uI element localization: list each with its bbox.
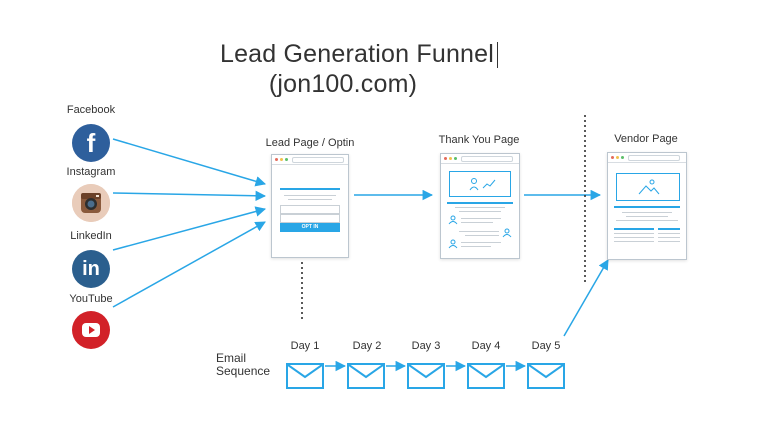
email-envelope-icon: [407, 363, 445, 389]
thank-you-page-mockup: [440, 153, 520, 259]
browser-bar: [608, 153, 686, 163]
arrow-instagram-to-lead: [112, 190, 267, 202]
instagram-icon: [72, 184, 110, 222]
email-sequence-label: Email Sequence: [216, 351, 271, 378]
email-envelope-icon: [467, 363, 505, 389]
user-icon: [502, 228, 512, 238]
arrow-facebook-to-lead: [112, 138, 267, 187]
source-label-linkedin: LinkedIn: [70, 230, 112, 242]
youtube-icon: [72, 311, 110, 349]
linkedin-icon: in: [72, 250, 110, 288]
arrow-day5-to-vendor: [563, 259, 609, 337]
vendor-page-label: Vendor Page: [614, 133, 678, 145]
day-label-4: Day 4: [471, 340, 501, 352]
diagram-subtitle: (jon100.com): [268, 70, 418, 98]
browser-bar: [272, 155, 348, 165]
facebook-icon: f: [72, 124, 110, 162]
email-envelope-icon: [347, 363, 385, 389]
thank-you-page-label: Thank You Page: [438, 134, 520, 146]
arrow-youtube-to-lead: [112, 221, 266, 308]
lead-page-label: Lead Page / Optin: [265, 137, 355, 149]
source-label-instagram: Instagram: [66, 166, 116, 178]
email-envelope-icon: [286, 363, 324, 389]
opt-in-button: OPT IN: [280, 223, 340, 232]
vendor-page-mockup: [607, 152, 687, 260]
user-icon: [448, 215, 458, 225]
lead-page-mockup: OPT IN: [271, 154, 349, 258]
day-label-2: Day 2: [352, 340, 382, 352]
source-label-facebook: Facebook: [66, 104, 116, 116]
image-icon: [616, 173, 680, 201]
browser-bar: [441, 154, 519, 164]
user-icon: [448, 239, 458, 249]
chart-icon: [449, 171, 511, 197]
text-cursor: [497, 42, 498, 68]
day-label-1: Day 1: [290, 340, 320, 352]
day-label-5: Day 5: [531, 340, 561, 352]
source-label-youtube: YouTube: [69, 293, 113, 305]
day-label-3: Day 3: [411, 340, 441, 352]
arrow-linkedin-to-lead: [112, 206, 267, 251]
email-envelope-icon: [527, 363, 565, 389]
diagram-title: Lead Generation Funnel: [219, 40, 495, 68]
